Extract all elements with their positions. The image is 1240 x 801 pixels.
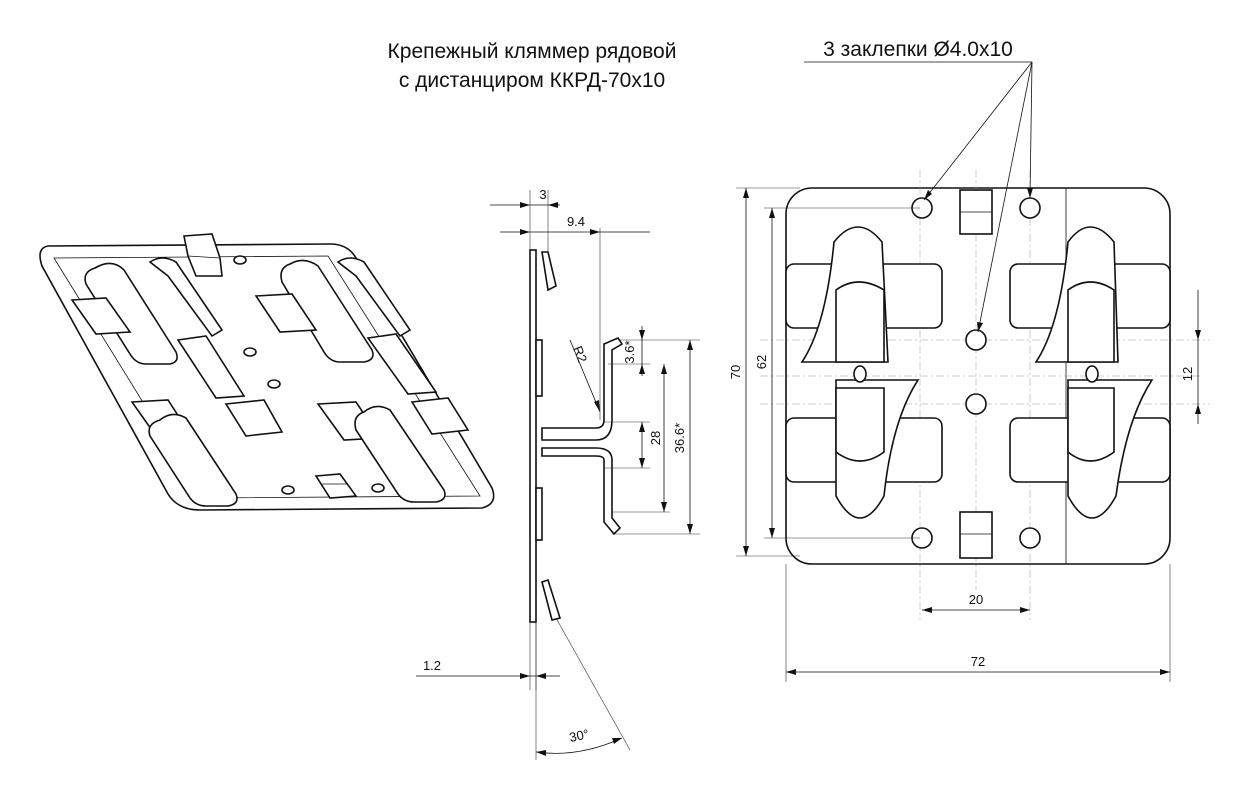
front-view: 3 заклепки Ø4.0х10 70 62 12 20 72 — [728, 38, 1210, 682]
dim-36-6-star: 36.6* — [672, 423, 687, 453]
dim-r2: R2 — [570, 344, 590, 365]
dim-28: 28 — [648, 431, 663, 445]
dim-3: 3 — [539, 187, 546, 202]
title-line-2: с дистанциром ККРД-70х10 — [399, 69, 665, 92]
isometric-view — [39, 233, 495, 511]
dim-30-deg: 30° — [568, 726, 590, 745]
dim-62: 62 — [754, 355, 769, 369]
dim-9-4: 9.4 — [567, 214, 585, 229]
dim-3-6-star: 3.6* — [622, 340, 637, 363]
dim-72: 72 — [971, 654, 985, 669]
dim-1-2: 1.2 — [423, 658, 441, 673]
title-line-1: Крепежный кляммер рядовой — [388, 40, 677, 63]
dim-70: 70 — [728, 365, 743, 379]
dim-12: 12 — [1180, 367, 1195, 381]
dim-20: 20 — [969, 592, 983, 607]
rivet-callout: 3 заклепки Ø4.0х10 — [823, 38, 1013, 61]
side-view: 3 9.4 R2 3.6* 28 36.6* 1.2 30° — [416, 187, 700, 760]
